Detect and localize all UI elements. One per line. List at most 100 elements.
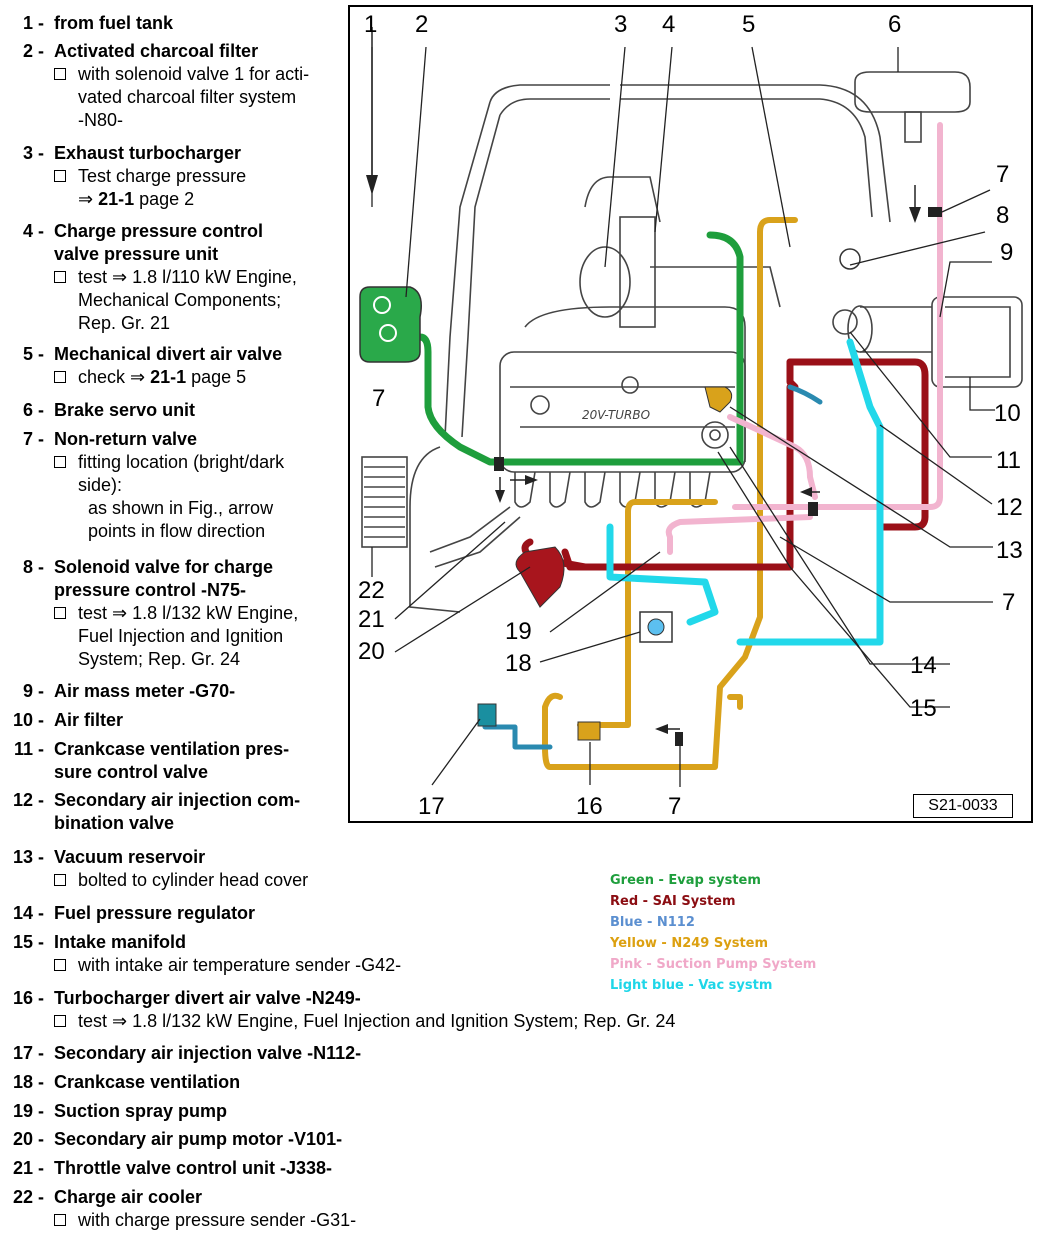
callout-number: 5: [742, 11, 756, 38]
legend-title: Crankcase ventilation: [54, 1072, 241, 1092]
legend-subitem: test ⇒ 1.8 l/132 kW Engine, Fuel Injecti…: [54, 1010, 675, 1033]
legend-title: Fuel pressure regulator: [54, 903, 256, 923]
color-key-entry: Pink - Suction Pump System: [610, 957, 817, 972]
cross-reference-link[interactable]: 21-1: [98, 189, 135, 209]
callout-number: 3: [614, 11, 628, 38]
legend-item: 11 -Crankcase ventilation pres- sure con…: [8, 738, 289, 784]
cross-reference-link[interactable]: 21-1: [150, 367, 187, 387]
legend-number: 1 -: [22, 13, 44, 33]
vacuum-reservoir: [704, 386, 733, 413]
legend-title: Mechanical divert air valve: [54, 344, 283, 364]
legend-title: Intake manifold: [54, 932, 187, 952]
vacuum-hose: [542, 217, 798, 770]
legend-item: 4 -Charge pressure control valve pressur…: [8, 220, 297, 335]
legend-subitem-text: test ⇒ 1.8 l/132 kW Engine, Fuel Injecti…: [78, 1011, 676, 1031]
legend-number: 3 -: [22, 143, 44, 163]
legend-title: Secondary air injection com- bination va…: [54, 790, 301, 833]
callout-number: 16: [576, 793, 603, 820]
legend-subitem-text: test ⇒ 1.8 l/110 kW Engine, Mechanical C…: [78, 267, 297, 333]
diagram-drawing: 20V-TURBO: [359, 27, 1023, 787]
legend-title: Secondary air injection valve -N112-: [54, 1043, 362, 1063]
callout-number: 21: [358, 606, 385, 633]
callout-number: 19: [505, 618, 532, 645]
legend-number: 22 -: [12, 1187, 44, 1207]
legend-title: Activated charcoal filter: [54, 41, 259, 61]
legend-subitem: with charge pressure sender -G31-: [54, 1209, 356, 1232]
legend-number: 9 -: [22, 681, 44, 701]
callout-number: 15: [910, 695, 937, 722]
svg-text:20V-TURBO: 20V-TURBO: [582, 408, 650, 422]
legend-subitem-text: test ⇒ 1.8 l/132 kW Engine, Fuel Injecti…: [78, 603, 299, 669]
legend-number: 11 -: [13, 739, 44, 759]
checkbox-bullet-icon: [54, 68, 66, 80]
legend-subitem: test ⇒ 1.8 l/132 kW Engine, Fuel Injecti…: [54, 602, 298, 671]
checkbox-bullet-icon: [54, 959, 66, 971]
non-return-valve: [808, 502, 818, 516]
components: [359, 27, 995, 787]
legend-number: 8 -: [22, 557, 44, 577]
callout-number: 8: [996, 202, 1010, 229]
legend-title: Exhaust turbocharger: [54, 143, 242, 163]
legend-number: 6 -: [22, 400, 44, 420]
legend-subitem-text: bolted to cylinder head cover: [78, 870, 309, 890]
legend-subitem-text: Test charge pressure ⇒: [78, 166, 247, 209]
vacuum-hose: [727, 414, 818, 500]
legend-title: Non-return valve: [54, 429, 198, 449]
legend-number: 19 -: [12, 1101, 44, 1121]
legend-item: 21 -Throttle valve control unit -J338-: [8, 1157, 332, 1180]
legend-number: 17 -: [12, 1043, 44, 1063]
legend-title: Brake servo unit: [54, 400, 196, 420]
vacuum-hose: [482, 724, 553, 750]
legend-note: as shown in Fig., arrow points in flow d…: [88, 498, 274, 541]
legend-title: Solenoid valve for charge pressure contr…: [54, 557, 274, 600]
legend-item: 8 - Solenoid valve for charge pressure co…: [8, 556, 298, 671]
legend-subitem: test ⇒ 1.8 l/110 kW Engine, Mechanical C…: [54, 266, 297, 335]
legend-title: Charge pressure control valve pressure u…: [54, 221, 264, 264]
legend-item: 18 -Crankcase ventilation: [8, 1071, 240, 1094]
checkbox-bullet-icon: [54, 371, 66, 383]
legend-subitem-text: page 2: [134, 189, 195, 209]
legend-subitem: check ⇒ 21-1 page 5: [54, 366, 282, 389]
callout-number: 1: [364, 11, 378, 38]
legend-item: 14 -Fuel pressure regulator: [8, 902, 255, 925]
color-key-entry: Blue - N112: [610, 915, 695, 930]
color-key-entry: Green - Evap system: [610, 873, 761, 888]
non-return-valve: [494, 457, 504, 471]
vacuum-hose: [786, 358, 929, 531]
engine-vacuum-diagram: 20V-TURBO: [348, 5, 1033, 823]
legend-title: Secondary air pump motor -V101-: [54, 1129, 343, 1149]
callout-number: 13: [996, 537, 1023, 564]
legend-item: 1 -from fuel tank: [8, 12, 173, 35]
color-key-entry: Light blue - Vac systm: [610, 978, 773, 993]
divert-air-valve: [577, 721, 601, 741]
vacuum-hose: [732, 122, 943, 510]
legend-item: 20 - Secondary air pump motor -V101-: [8, 1128, 342, 1151]
legend-item: 17 - Secondary air injection valve -N112-: [8, 1042, 361, 1065]
checkbox-bullet-icon: [54, 456, 66, 468]
vacuum-hose: [787, 384, 823, 405]
checkbox-bullet-icon: [54, 607, 66, 619]
legend-number: 5 -: [22, 344, 44, 364]
legend-subitem-text: with solenoid valve 1 for acti- vated ch…: [78, 64, 310, 130]
callout-number: 7: [668, 793, 682, 820]
legend-number: 12 -: [12, 790, 44, 810]
legend-title: Air filter: [54, 710, 124, 730]
callout-number: 7: [1002, 589, 1016, 616]
legend-number: 20 -: [12, 1129, 44, 1149]
legend-item: 19 - Suction spray pump: [8, 1100, 227, 1123]
non-return-valve: [675, 732, 683, 746]
legend-subitem-text: with charge pressure sender -G31-: [78, 1210, 357, 1230]
callout-number: 6: [888, 11, 902, 38]
legend-title: Suction spray pump: [54, 1101, 228, 1121]
vacuum-hose: [736, 338, 884, 646]
figure-reference-code: S21-0033: [913, 794, 1013, 818]
n75-solenoid: [839, 248, 861, 270]
legend-number: 15 -: [12, 932, 44, 952]
vacuum-hose: [786, 358, 799, 391]
checkbox-bullet-icon: [54, 874, 66, 886]
